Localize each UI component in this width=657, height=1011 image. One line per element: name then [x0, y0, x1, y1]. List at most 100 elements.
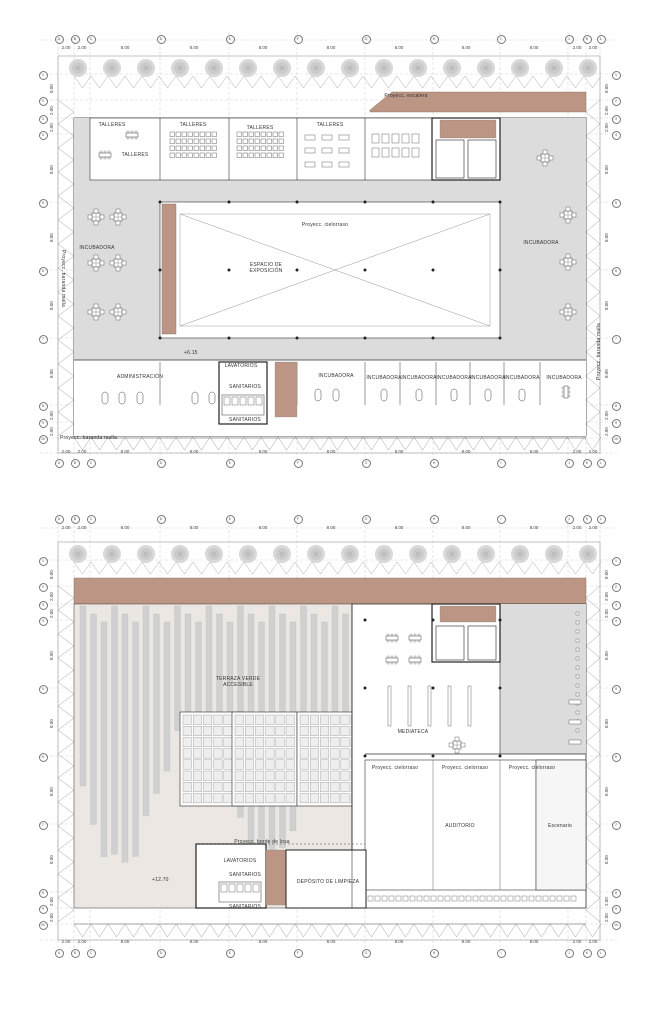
dimension-label: 8.00	[604, 719, 609, 728]
column-axis-bubble: C	[86, 34, 96, 44]
facade-diagonal	[175, 436, 185, 451]
facade-diagonal	[473, 923, 483, 938]
dimension-label: 8.00	[604, 368, 609, 378]
facade-diagonal	[57, 399, 75, 413]
facade-diagonal	[498, 561, 508, 575]
planter-strip	[79, 605, 87, 787]
column	[227, 200, 231, 204]
facade-diagonal	[575, 923, 585, 938]
skylight-cell	[275, 748, 285, 759]
column	[363, 336, 367, 340]
planter-strip	[174, 605, 181, 731]
skylight-cell	[223, 726, 233, 736]
seat	[521, 895, 528, 902]
facade-diagonal	[592, 436, 602, 451]
desk	[254, 145, 260, 151]
skylight-cell	[330, 748, 340, 759]
skylight-cell	[182, 759, 192, 770]
skylight-cell	[299, 714, 309, 725]
column-axis-bubble: L	[596, 514, 606, 524]
dimension-label: 8.00	[604, 855, 609, 864]
facade-diagonal	[585, 207, 601, 221]
skylight-cell	[285, 714, 295, 725]
dimension-label: 8.00	[49, 368, 54, 378]
dimension-label: 2.00	[604, 427, 609, 436]
facade-diagonal	[269, 436, 279, 451]
facade-diagonal	[379, 923, 389, 938]
skylight-cell	[275, 726, 285, 736]
facade-diagonal	[82, 923, 92, 938]
skylight-cell	[299, 770, 309, 781]
facade-diagonal	[362, 923, 372, 938]
column-axis-bubble: H	[429, 948, 439, 958]
facade-diagonal	[57, 123, 75, 137]
column	[363, 686, 367, 690]
desk	[169, 152, 175, 158]
railing-projection-left: Proyecc. baranda malla	[60, 250, 66, 307]
facade-diagonal	[592, 923, 602, 938]
tree-icon	[307, 59, 325, 77]
facade-diagonal	[549, 923, 559, 938]
column-axis-bubble: D	[156, 458, 166, 468]
facade-diagonal	[57, 585, 75, 599]
facade-diagonal	[57, 909, 75, 923]
facade-diagonal	[439, 561, 449, 575]
skylight-cell	[223, 759, 233, 770]
facade-diagonal	[57, 609, 75, 623]
facade-diagonal	[57, 645, 75, 659]
facade-diagonal	[141, 436, 151, 451]
dimension-label: 2.00	[604, 592, 609, 601]
skylight-cell	[299, 737, 309, 748]
dimension-label: 8.00	[604, 233, 609, 242]
facade-diagonal	[57, 825, 75, 839]
desk	[236, 145, 242, 151]
facade-diagonal	[575, 436, 585, 451]
dimension-label: 8.00	[49, 165, 54, 174]
facade-diagonal	[90, 561, 100, 575]
facade-diagonal	[585, 159, 601, 173]
facade-diagonal	[585, 909, 601, 923]
facade-diagonal	[585, 669, 601, 683]
wc	[228, 883, 236, 893]
tree-icon	[477, 59, 495, 77]
dimension-label: 8.00	[604, 165, 609, 174]
facade-diagonal	[430, 923, 440, 938]
facade-diagonal	[57, 849, 75, 863]
work-table	[338, 161, 350, 168]
seat	[570, 895, 577, 902]
row-axis-bubble: 10	[611, 920, 621, 930]
lab-bench	[391, 147, 400, 158]
toilet-room	[435, 625, 465, 661]
facade-diagonal	[57, 207, 75, 221]
skylight-cell	[320, 793, 330, 804]
facade-diagonal	[585, 621, 601, 635]
seat	[575, 638, 580, 643]
upper-plan	[40, 32, 617, 461]
facade-diagonal	[498, 75, 508, 89]
facade-diagonal	[583, 561, 593, 575]
level-mark-upper: +6.15	[184, 350, 198, 356]
incubator-table	[450, 388, 458, 402]
column	[158, 336, 162, 340]
wc	[236, 883, 244, 893]
column-axis-bubble: B	[70, 514, 80, 524]
dimension-label: 8.00	[326, 939, 336, 944]
facade-diagonal	[490, 561, 500, 575]
room-label-talleres-1b: TALLERES	[121, 152, 149, 158]
facade-diagonal	[524, 436, 534, 451]
dimension-label: 8.00	[604, 651, 609, 660]
skylight-cell	[330, 726, 340, 736]
ceiling-projection-2: Proyecc. cielorraso	[441, 765, 489, 771]
column	[498, 754, 502, 758]
planter-strip	[342, 613, 349, 727]
facade-diagonal	[585, 231, 601, 245]
desk	[199, 145, 205, 151]
column	[498, 200, 502, 204]
seat	[444, 895, 451, 902]
facade-diagonal	[73, 923, 83, 938]
lab-bench	[391, 133, 400, 144]
facade-diagonal	[57, 111, 75, 125]
outer-frame	[57, 541, 601, 941]
room-label-expo-2: EXPOSICIÓN	[249, 268, 283, 274]
facade-diagonal	[294, 436, 304, 451]
